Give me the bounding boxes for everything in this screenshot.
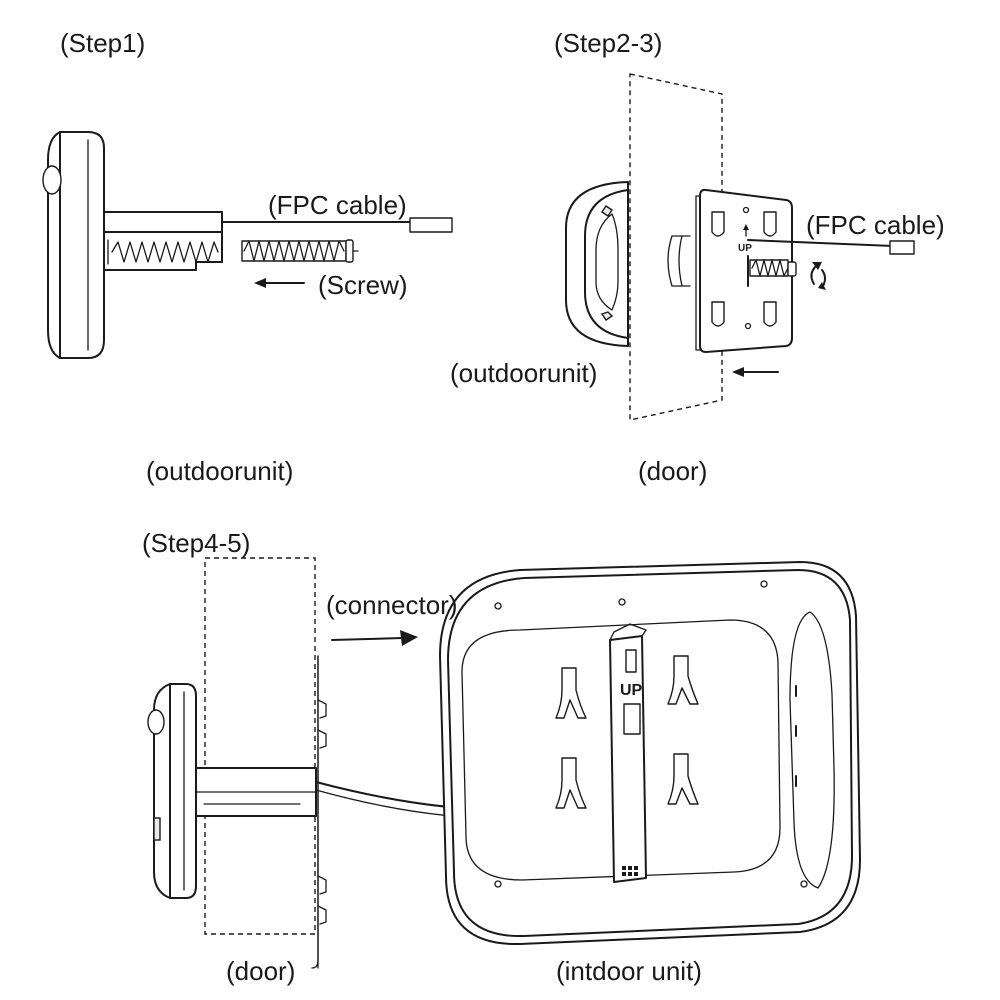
step23-tube — [667, 235, 691, 287]
step1-outdoor-unit — [42, 131, 105, 359]
step1-screw-label: (Screw) — [318, 270, 408, 300]
rotate-icon — [810, 262, 826, 290]
mounting-plate — [695, 188, 793, 353]
step23-screw — [747, 255, 797, 287]
step45-up-mark: UP — [620, 682, 643, 699]
plate-hooks — [711, 211, 777, 327]
step23-door-label: (door) — [638, 456, 708, 486]
step1-fpc-cable — [221, 217, 453, 233]
connector-pins — [622, 866, 638, 876]
step1-fpc-cable-label: (FPC cable) — [268, 190, 407, 220]
step1-screw — [241, 239, 359, 263]
arrow-left-icon — [732, 367, 779, 377]
arrow-right-icon — [331, 630, 418, 646]
indoor-hooks — [555, 655, 699, 809]
connector-strip — [609, 623, 647, 883]
door-panel — [629, 73, 723, 421]
door-brackets — [317, 699, 327, 925]
step23-outdoor-unit-label: (outdoorunit) — [450, 358, 598, 388]
step45-door-label: (door) — [226, 956, 296, 986]
step1-shaft — [103, 211, 223, 271]
door-panel — [204, 557, 316, 935]
step45-outdoor-unit — [147, 683, 197, 899]
step1-title: (Step1) — [60, 28, 146, 58]
step45-shaft — [195, 767, 317, 817]
step23-fpc-cable — [747, 239, 915, 255]
indoor-unit — [439, 561, 861, 946]
step1-outdoor-unit-label: (outdoorunit) — [146, 456, 294, 486]
step45-indoor-unit-label: (intdoor unit) — [556, 956, 702, 986]
arrow-left-icon — [254, 278, 305, 288]
step23-title: (Step2-3) — [554, 28, 663, 58]
camera-lens — [42, 165, 62, 195]
camera-lens — [147, 709, 165, 735]
step45-title: (Step4-5) — [142, 528, 251, 558]
step23-up-mark: UP — [738, 243, 752, 254]
step45-connector-label: (connector) — [326, 590, 458, 620]
step23-outdoor-unit — [565, 181, 629, 347]
step23-fpc-cable-label: (FPC cable) — [806, 210, 945, 240]
